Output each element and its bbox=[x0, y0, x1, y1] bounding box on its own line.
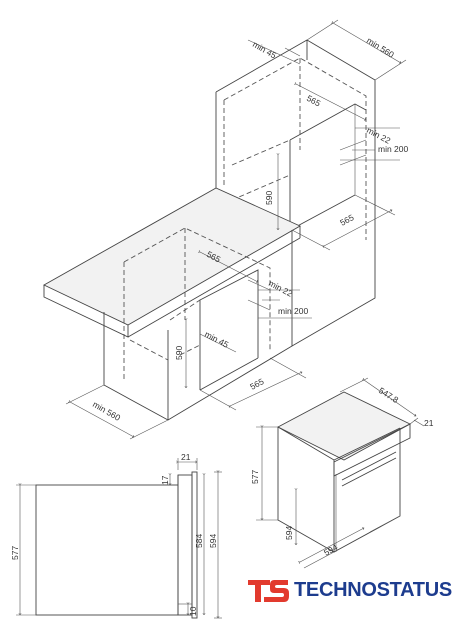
label-low-min45: min 45 bbox=[203, 329, 230, 350]
label-top-565-depth: 565 bbox=[338, 212, 355, 228]
label-oven-594-w: 594 bbox=[322, 542, 340, 558]
label-side-10: 10 bbox=[188, 606, 198, 616]
label-low-min560: min 560 bbox=[91, 399, 122, 423]
label-top-min560: min 560 bbox=[365, 35, 396, 60]
label-side-21: 21 bbox=[181, 452, 191, 462]
brand-name: TECHNOSTATUS bbox=[294, 579, 452, 601]
label-oven-577: 577 bbox=[250, 470, 260, 484]
label-oven-21: 21 bbox=[424, 418, 434, 428]
label-side-584: 584 bbox=[194, 534, 204, 548]
oven-side-view bbox=[16, 458, 222, 619]
label-low-565-depth: 565 bbox=[248, 376, 265, 392]
technostatus-logo-icon bbox=[248, 580, 289, 602]
dimension-labels: min 560 min 45 565 min 22 min 200 590 56… bbox=[10, 35, 434, 616]
cabinet-dimension-lines bbox=[65, 19, 407, 440]
worktop bbox=[43, 187, 301, 338]
label-top-590: 590 bbox=[264, 191, 274, 205]
label-side-17: 17 bbox=[160, 475, 170, 485]
label-side-594: 594 bbox=[208, 534, 218, 548]
oven-isometric bbox=[256, 377, 425, 569]
label-top-565: 565 bbox=[305, 93, 322, 109]
label-low-min200: min 200 bbox=[278, 306, 309, 316]
label-top-min45: min 45 bbox=[251, 39, 278, 61]
label-side-577: 577 bbox=[10, 546, 20, 560]
label-oven-5478: 547.8 bbox=[377, 385, 401, 405]
label-low-590: 590 bbox=[174, 346, 184, 360]
label-top-min200: min 200 bbox=[378, 144, 409, 154]
label-low-min22: min 22 bbox=[267, 278, 294, 299]
label-oven-594-h: 594 bbox=[284, 526, 294, 540]
tall-cabinet bbox=[215, 39, 376, 347]
brand-block: TECHNOSTATUS bbox=[246, 574, 452, 610]
